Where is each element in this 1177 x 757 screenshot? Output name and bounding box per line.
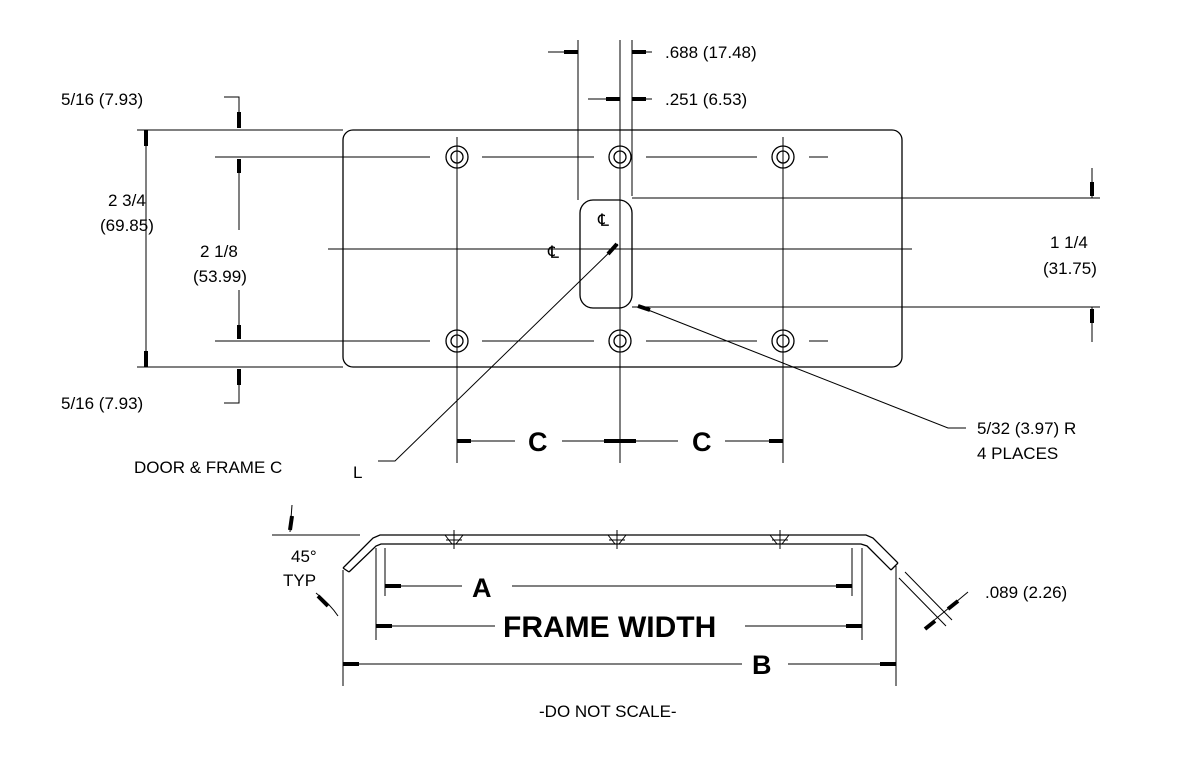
mounting-hole [445, 329, 469, 353]
slot-height-mm: (31.75) [1043, 259, 1097, 278]
mounting-hole [608, 329, 632, 353]
frame-width-label: FRAME WIDTH [503, 611, 716, 644]
mounting-hole [608, 145, 632, 169]
thickness-label: .089 (2.26) [985, 583, 1067, 602]
dim-a-label: A [472, 573, 492, 603]
slot-height-frac: 1 1/4 [1050, 233, 1088, 252]
radius-places: 4 PLACES [977, 444, 1058, 463]
door-frame-label: DOOR & FRAME C [134, 458, 282, 477]
dim-688-label: .688 (17.48) [665, 43, 757, 62]
angle-typ-label: TYP [283, 571, 316, 590]
overall-height-frac: 2 3/4 [108, 191, 146, 210]
do-not-scale-note: -DO NOT SCALE- [539, 702, 677, 721]
angle-label: 45° [291, 547, 317, 566]
top-view: ℄ ℄ .688 (17.48) .251 (6.53) 5/16 (7.93)… [61, 40, 1100, 482]
top-edge-label: 5/16 (7.93) [61, 90, 143, 109]
dim-c-left: C [528, 427, 548, 457]
overall-height-mm: (69.85) [100, 216, 154, 235]
mounting-hole [771, 329, 795, 353]
hole-spacing-frac: 2 1/8 [200, 242, 238, 261]
hole-spacing-mm: (53.99) [193, 267, 247, 286]
dim-c-right: C [692, 427, 712, 457]
centerline-symbol: ℄ [547, 243, 559, 262]
slot-outline [579, 199, 633, 309]
strike-profile [342, 534, 899, 569]
mounting-hole [445, 145, 469, 169]
dim-b-label: B [752, 650, 772, 680]
radius-label: 5/32 (3.97) R [977, 419, 1076, 438]
dim-251-label: .251 (6.53) [665, 90, 747, 109]
centerline-symbol-slot: ℄ [597, 211, 609, 230]
door-frame-sub: L [353, 463, 362, 482]
bottom-edge-label: 5/16 (7.93) [61, 394, 143, 413]
side-view: 45° TYP .089 (2.26) A FRAME WIDTH [272, 504, 1067, 721]
mounting-hole [771, 145, 795, 169]
